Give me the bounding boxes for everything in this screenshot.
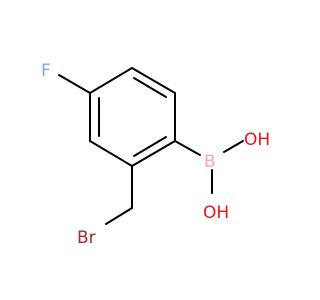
atom-hydroxyl-top-label: OH	[244, 130, 270, 150]
atom-boron-label: B	[204, 152, 216, 172]
atom-fluorine-label: F	[41, 61, 51, 81]
bond-c6-f	[58, 74, 91, 94]
ring-bond-c1-c2	[131, 67, 176, 94]
bond-c3-b	[174, 140, 201, 156]
bond-b-oh-top	[223, 140, 244, 153]
ring-bond-c4-c5	[89, 140, 133, 167]
atom-bromine-label: Br	[77, 228, 96, 248]
atom-hydroxyl-bottom-label: OH	[203, 203, 229, 223]
molecule-structure: F B OH OH Br	[41, 61, 270, 248]
ring-double-bond-c3-c4	[133, 136, 167, 157]
ring-bond-c6-c1	[89, 67, 133, 94]
ring-bond-c3-c4	[131, 140, 176, 167]
ring-double-bond-c1-c2	[133, 77, 167, 98]
bond-ch2-br	[105, 207, 133, 225]
